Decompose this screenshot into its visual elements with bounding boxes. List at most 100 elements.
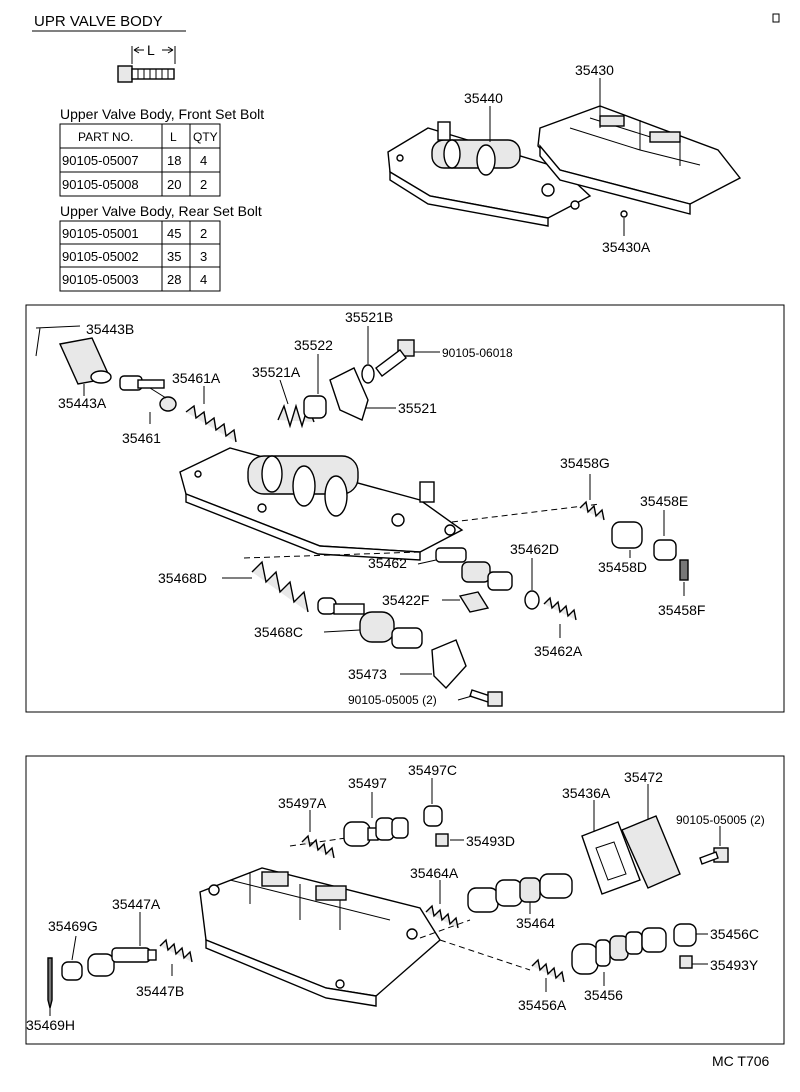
part-label-35447a: 35447A bbox=[112, 896, 161, 912]
valve-35461 bbox=[119, 375, 177, 412]
ball-35430a bbox=[620, 210, 628, 218]
leader-line bbox=[457, 695, 473, 701]
part-label-35493y: 35493Y bbox=[710, 957, 759, 973]
clip-35493d bbox=[435, 833, 449, 847]
part-label-35430: 35430 bbox=[575, 62, 614, 78]
part-label-35497: 35497 bbox=[348, 775, 387, 791]
table-header-part-no: PART NO. bbox=[78, 130, 133, 144]
corner-mark bbox=[772, 13, 780, 23]
spring-35462a bbox=[543, 596, 577, 621]
part-label-35458e: 35458E bbox=[640, 493, 688, 509]
part-label-35472: 35472 bbox=[624, 769, 663, 785]
valve-35468c bbox=[317, 597, 423, 649]
assembly-axis bbox=[289, 835, 361, 847]
plate-35472 bbox=[621, 815, 681, 889]
part-label-35422f: 35422F bbox=[382, 592, 429, 608]
bolt-label-90105-05005-bottom: 90105-05005 (2) bbox=[676, 813, 765, 827]
clip-35422f bbox=[458, 591, 490, 613]
bolt-90105-05005-middle bbox=[469, 689, 503, 707]
part-label-35458g: 35458G bbox=[560, 455, 610, 471]
part-label-35443a: 35443A bbox=[58, 395, 107, 411]
part-label-35461: 35461 bbox=[122, 430, 161, 446]
table-cell: 4 bbox=[200, 153, 207, 168]
table-cell: 90105-05002 bbox=[62, 249, 139, 264]
part-label-35436a: 35436A bbox=[562, 785, 611, 801]
bottom-section-frame bbox=[25, 755, 785, 1045]
table-cell: 2 bbox=[200, 226, 207, 241]
spring-35464a bbox=[425, 904, 459, 929]
diagram-title: UPR VALVE BODY bbox=[34, 13, 163, 30]
part-label-35469g: 35469G bbox=[48, 918, 98, 934]
part-label-35456a: 35456A bbox=[518, 997, 567, 1013]
part-label-35447b: 35447B bbox=[136, 983, 184, 999]
table-cell: 90105-05003 bbox=[62, 272, 139, 287]
assembly-axis bbox=[419, 919, 471, 939]
part-label-35497a: 35497A bbox=[278, 795, 327, 811]
spring-35497a bbox=[301, 834, 335, 859]
table-cell: 3 bbox=[200, 249, 207, 264]
part-label-35458d: 35458D bbox=[598, 559, 647, 575]
table-cell: 18 bbox=[167, 153, 181, 168]
front-bolt-caption: Upper Valve Body, Front Set Bolt bbox=[60, 106, 264, 122]
part-label-35522: 35522 bbox=[294, 337, 333, 353]
clip-35458f bbox=[679, 559, 689, 581]
cover-35473 bbox=[431, 639, 467, 690]
table-cell: 90105-05001 bbox=[62, 226, 139, 241]
valve-35464 bbox=[467, 873, 573, 913]
sleeve-35458d bbox=[611, 521, 643, 549]
part-label-35464a: 35464A bbox=[410, 865, 459, 881]
table-cell: 20 bbox=[167, 177, 181, 192]
rear-bolt-table: 90105-05001 45 2 90105-05002 35 3 90105-… bbox=[59, 220, 221, 292]
table-cell: 4 bbox=[200, 272, 207, 287]
table-header-qty: QTY bbox=[193, 130, 218, 144]
valve-35447a bbox=[87, 947, 157, 977]
part-label-35462: 35462 bbox=[368, 555, 407, 571]
table-cell: 90105-05008 bbox=[62, 177, 139, 192]
middle-section-frame bbox=[25, 304, 785, 713]
bolt-90105-06018 bbox=[375, 339, 415, 377]
bolt-label-90105-05005-middle: 90105-05005 (2) bbox=[348, 693, 437, 707]
leader-line bbox=[279, 379, 289, 405]
washer-35521b bbox=[361, 364, 375, 384]
front-bolt-table: PART NO. L QTY 90105-05007 18 4 90105-05… bbox=[59, 123, 221, 197]
part-label-35521b: 35521B bbox=[345, 309, 393, 325]
sleeve-35443a bbox=[58, 337, 112, 385]
part-label-35456: 35456 bbox=[584, 987, 623, 1003]
plug-35469g bbox=[61, 961, 83, 981]
plug-35497c bbox=[423, 805, 443, 827]
part-label-35440: 35440 bbox=[464, 90, 503, 106]
part-label-35461a: 35461A bbox=[172, 370, 221, 386]
part-label-35468c: 35468C bbox=[254, 624, 303, 640]
spring-35458g bbox=[579, 500, 605, 521]
part-label-35497c: 35497C bbox=[408, 762, 457, 778]
table-cell: 28 bbox=[167, 272, 181, 287]
part-label-35468d: 35468D bbox=[158, 570, 207, 586]
part-label-35462a: 35462A bbox=[534, 643, 583, 659]
part-label-35521a: 35521A bbox=[252, 364, 301, 380]
bolt-label-90105-06018: 90105-06018 bbox=[442, 346, 513, 360]
set-bolt-icon: L bbox=[117, 42, 176, 83]
part-label-35464: 35464 bbox=[516, 915, 555, 931]
plug-35456c bbox=[673, 923, 697, 947]
table-cell: 90105-05007 bbox=[62, 153, 139, 168]
spring-35461a bbox=[185, 404, 237, 443]
valve-35462 bbox=[435, 547, 513, 591]
part-label-35473: 35473 bbox=[348, 666, 387, 682]
lower-valve-body-main bbox=[199, 867, 441, 1007]
ring-35462d bbox=[524, 590, 540, 610]
table-cell: 2 bbox=[200, 177, 207, 192]
spring-35447b bbox=[159, 938, 193, 963]
valve-35497 bbox=[343, 817, 409, 847]
assembly-axis bbox=[451, 503, 601, 523]
pin-35443b bbox=[35, 325, 81, 357]
pin-35469h bbox=[47, 957, 53, 1009]
spring-35456a bbox=[531, 958, 565, 983]
plug-35458e bbox=[653, 539, 677, 561]
footer-code: MC T706 bbox=[712, 1053, 770, 1069]
gasket-35436a bbox=[581, 821, 641, 895]
table-cell: 35 bbox=[167, 249, 181, 264]
upper-valve-body-main bbox=[179, 447, 464, 561]
leader-line bbox=[71, 935, 77, 961]
valve-body-assembly-35440 bbox=[387, 121, 592, 227]
